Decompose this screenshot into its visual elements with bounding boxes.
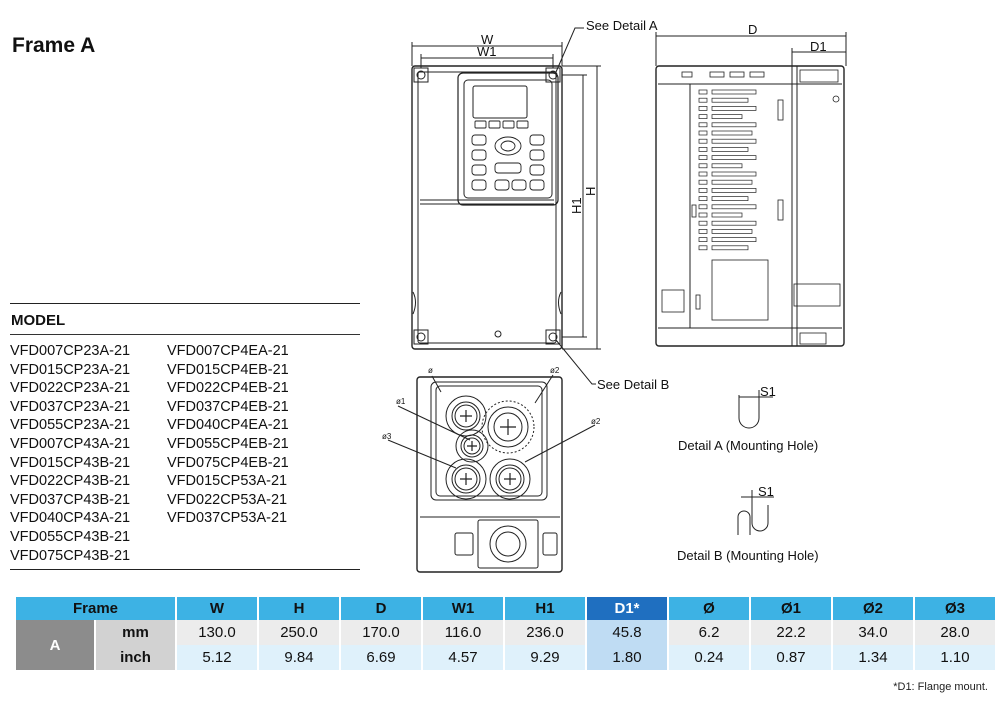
footnote: *D1: Flange mount. bbox=[893, 681, 988, 693]
model-item: VFD015CP4EB-21 bbox=[167, 361, 289, 378]
page-title: Frame A bbox=[12, 34, 96, 57]
model-item: VFD037CP43B-21 bbox=[10, 491, 131, 508]
model-item: VFD015CP53A-21 bbox=[167, 473, 288, 490]
table-header-cell: D bbox=[341, 597, 421, 620]
divider bbox=[10, 303, 360, 304]
table-cell: 9.84 bbox=[259, 645, 339, 670]
phi2-label-right: ø2 bbox=[591, 417, 601, 426]
model-item: VFD040CP43A-21 bbox=[10, 510, 131, 527]
divider bbox=[10, 569, 360, 571]
dim-h1-label: H1 bbox=[569, 197, 584, 214]
technical-drawing bbox=[387, 27, 847, 573]
model-item: VFD015CP43B-21 bbox=[10, 454, 131, 471]
model-item: VFD015CP23A-21 bbox=[10, 361, 131, 378]
table-cell: 1.80 bbox=[587, 645, 667, 670]
model-item: VFD022CP4EB-21 bbox=[167, 380, 289, 397]
phi1-label: ø1 bbox=[396, 397, 406, 406]
detail-a-caption: Detail A (Mounting Hole) bbox=[678, 438, 819, 453]
dim-w-label: W bbox=[481, 32, 494, 47]
table-header-cell: Frame bbox=[16, 597, 175, 620]
model-item: VFD055CP4EB-21 bbox=[167, 435, 289, 452]
table-cell: 0.24 bbox=[669, 645, 749, 670]
table-cell: 4.57 bbox=[423, 645, 503, 670]
s1-label-b: S1 bbox=[758, 484, 774, 499]
detail-b-caption: Detail B (Mounting Hole) bbox=[677, 548, 819, 563]
detail-a-drawing bbox=[738, 390, 773, 429]
front-view bbox=[411, 27, 601, 385]
phi3-label: ø3 bbox=[382, 432, 392, 441]
table-header-cell: W1 bbox=[423, 597, 503, 620]
model-item: VFD007CP43A-21 bbox=[10, 435, 131, 452]
phi-label: ø bbox=[428, 366, 433, 375]
table-cell: 22.2 bbox=[751, 620, 831, 645]
table-cell: 0.87 bbox=[751, 645, 831, 670]
model-item: VFD055CP23A-21 bbox=[10, 417, 131, 434]
dim-h-label: H bbox=[583, 186, 598, 196]
table-cell: 130.0 bbox=[177, 620, 257, 645]
see-detail-b-label: See Detail B bbox=[597, 377, 670, 392]
table-cell: 6.69 bbox=[341, 645, 421, 670]
model-item: VFD022CP43B-21 bbox=[10, 473, 131, 490]
table-cell: 6.2 bbox=[669, 620, 749, 645]
dim-w1-label: W1 bbox=[477, 44, 497, 59]
model-header: MODEL bbox=[10, 304, 360, 335]
model-item: VFD022CP23A-21 bbox=[10, 380, 131, 397]
side-view bbox=[655, 32, 847, 347]
dim-d-label: D bbox=[748, 22, 758, 37]
model-item: VFD007CP23A-21 bbox=[10, 343, 131, 359]
table-header-cell: Ø2 bbox=[833, 597, 913, 620]
table-cell: 5.12 bbox=[177, 645, 257, 670]
table-header-cell: H1 bbox=[505, 597, 585, 620]
model-item: VFD007CP4EA-21 bbox=[167, 343, 289, 359]
table-header-cell: Ø1 bbox=[751, 597, 831, 620]
dim-d1-label: D1 bbox=[810, 39, 827, 54]
table-cell: 116.0 bbox=[423, 620, 503, 645]
table-header-cell: D1* bbox=[587, 597, 667, 620]
phi2-label: ø2 bbox=[550, 366, 560, 375]
detail-b-drawing bbox=[737, 490, 774, 535]
table-cell: 1.10 bbox=[915, 645, 995, 670]
model-item: VFD022CP53A-21 bbox=[167, 491, 288, 508]
s1-label-a: S1 bbox=[760, 384, 776, 399]
table-cell: 250.0 bbox=[259, 620, 339, 645]
unit-cell: mm bbox=[96, 620, 175, 645]
table-cell: 170.0 bbox=[341, 620, 421, 645]
table-cell: 236.0 bbox=[505, 620, 585, 645]
table-header-cell: H bbox=[259, 597, 339, 620]
model-item: VFD075CP43B-21 bbox=[10, 547, 131, 564]
model-item: VFD075CP4EB-21 bbox=[167, 454, 289, 471]
table-cell: 45.8 bbox=[587, 620, 667, 645]
model-item: VFD037CP23A-21 bbox=[10, 398, 131, 415]
table-header-cell: Ø3 bbox=[915, 597, 995, 620]
table-cell: 34.0 bbox=[833, 620, 913, 645]
model-item: VFD055CP43B-21 bbox=[10, 528, 131, 545]
table-cell: 9.29 bbox=[505, 645, 585, 670]
table-header-cell: Ø bbox=[669, 597, 749, 620]
table-header-cell: W bbox=[177, 597, 257, 620]
model-item: VFD037CP53A-21 bbox=[167, 510, 288, 527]
model-item: VFD040CP4EA-21 bbox=[167, 417, 289, 434]
frame-cell: A bbox=[16, 620, 94, 670]
see-detail-a-label: See Detail A bbox=[586, 18, 658, 33]
bottom-view bbox=[387, 374, 596, 573]
model-item: VFD037CP4EB-21 bbox=[167, 398, 289, 415]
table-cell: 1.34 bbox=[833, 645, 913, 670]
table-cell: 28.0 bbox=[915, 620, 995, 645]
unit-cell: inch bbox=[96, 645, 175, 670]
